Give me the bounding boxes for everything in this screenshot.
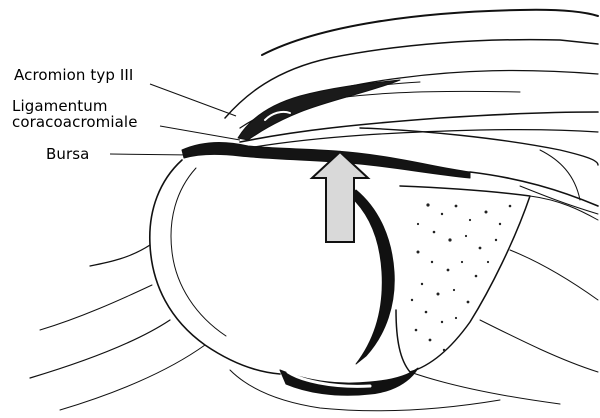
acromion-leader-line [150,84,236,116]
ligamentum-leader-line [160,126,240,140]
acromion-tip-shading [238,80,400,140]
label-ligamentum-coracoacromiale: Ligamentum coracoacromiale [12,98,138,130]
bursa-leader-line [110,154,192,155]
glenoid-curve [350,190,394,364]
label-ligamentum-line1: Ligamentum [12,98,138,114]
label-acromion: Acromion typ III [14,67,133,83]
label-ligamentum-line2: coracoacromiale [12,114,138,130]
label-bursa: Bursa [46,146,89,162]
scapula-glenoid-outline [396,186,530,372]
inferior-capsule-shading [280,368,418,395]
acromion-outline [262,10,598,55]
humeral-head-outline [150,160,280,374]
ligament-band [240,112,598,142]
bone-stippling [411,203,512,351]
